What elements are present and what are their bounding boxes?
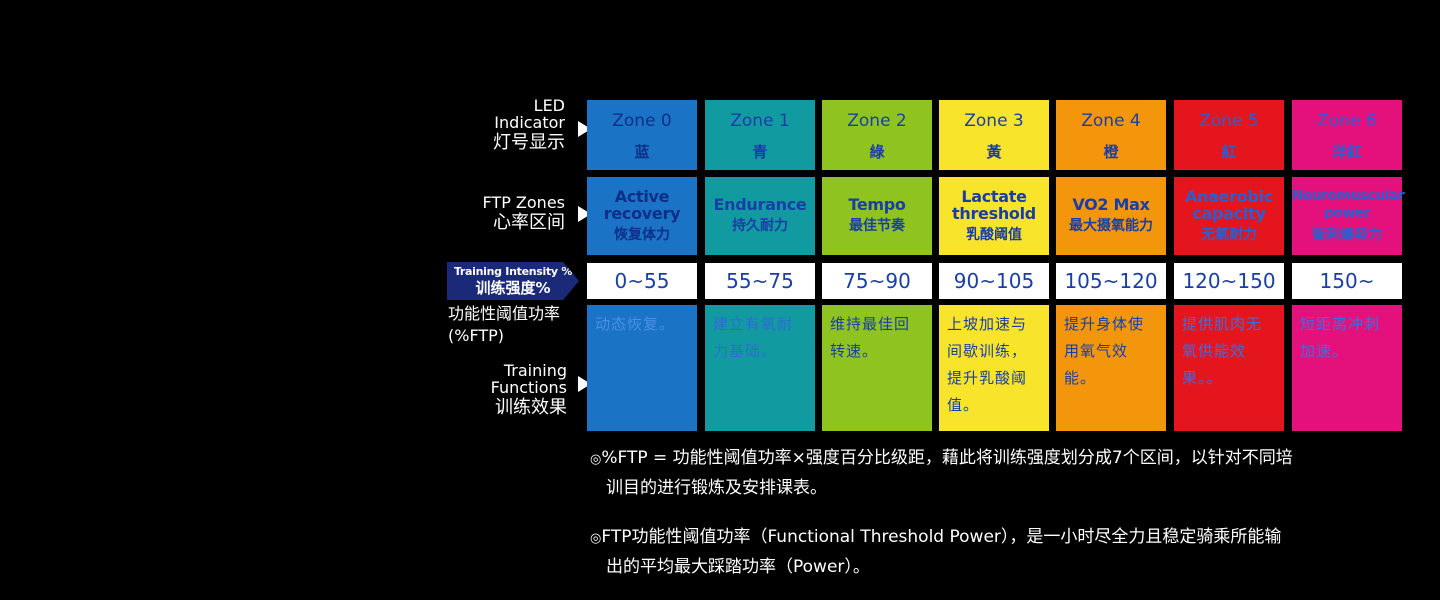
ftp-note-2: ◎FTP功能性阈值功率（Functional Threshold Power），… xyxy=(590,527,1282,577)
ftp-zone-cell: Active recovery 恢复体力 xyxy=(587,177,697,255)
bullet-mark-icon: ◎ xyxy=(590,531,602,546)
ftp-zone-cell: Lactate threshold 乳酸阈值 xyxy=(939,177,1049,255)
bullet-mark-icon: ◎ xyxy=(590,452,602,467)
function-cell: 上坡加速与间歇训练，提升乳酸阈值。 xyxy=(939,305,1049,431)
training-functions-label: Training Functions 训练效果 xyxy=(490,361,567,418)
function-cell: 短距离冲刺加速。 xyxy=(1292,305,1402,431)
function-cell: 维持最佳回转速。 xyxy=(822,305,932,431)
intensity-cell: 150~ xyxy=(1292,263,1402,299)
ftp-zone-cell: Anaerobic capacity 无氧耐力 xyxy=(1174,177,1284,255)
led-indicator-label: LED Indicator 灯号显示 xyxy=(493,96,565,153)
ftp-note-1: ◎%FTP = 功能性阈值功率×强度百分比级距，藉此将训练强度划分成7个区间，以… xyxy=(590,448,1293,498)
training-intensity-badge: Training Intensity % 训练强度% xyxy=(447,262,579,300)
zone-indicator-cell: Zone 6 洋紅 xyxy=(1292,100,1402,170)
intensity-cell: 105~120 xyxy=(1056,263,1166,299)
zone-indicator-cell: Zone 1 青 xyxy=(705,100,815,170)
zone-indicator-cell: Zone 3 黃 xyxy=(939,100,1049,170)
intensity-cell: 75~90 xyxy=(822,263,932,299)
ftp-zone-cell: Neuromuscular power 衝刺爆發力 xyxy=(1292,177,1405,255)
ftp-power-label: 功能性阈值功率 (%FTP) xyxy=(448,304,561,345)
ftp-zones-label: FTP Zones 心率区间 xyxy=(482,193,566,233)
intensity-cell: 0~55 xyxy=(587,263,697,299)
function-cell: 建立有氧耐力基础。 xyxy=(705,305,815,431)
intensity-cell: 90~105 xyxy=(939,263,1049,299)
function-cell: 动态恢复。 xyxy=(587,305,697,431)
zone-indicator-cell: Zone 0 蓝 xyxy=(587,100,697,170)
zone-indicator-cell: Zone 2 綠 xyxy=(822,100,932,170)
function-cell: 提升身体使用氧气效能。 xyxy=(1056,305,1166,431)
zone-indicator-cell: Zone 4 橙 xyxy=(1056,100,1166,170)
intensity-cell: 120~150 xyxy=(1174,263,1284,299)
ftp-zone-cell: Endurance 持久耐力 xyxy=(705,177,815,255)
ftp-zone-cell: Tempo 最佳节奏 xyxy=(822,177,932,255)
zone-indicator-cell: Zone 5 紅 xyxy=(1174,100,1284,170)
function-cell: 提供肌肉无氧供能效果。。 xyxy=(1174,305,1284,431)
ftp-zone-cell: VO2 Max 最大摄氧能力 xyxy=(1056,177,1166,255)
intensity-cell: 55~75 xyxy=(705,263,815,299)
